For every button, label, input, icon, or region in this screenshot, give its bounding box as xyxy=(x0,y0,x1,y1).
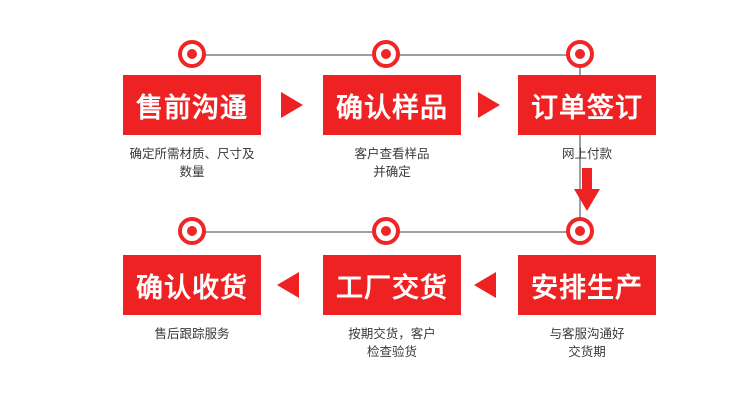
step-caption-1: 确定所需材质、尺寸及 数量 xyxy=(129,147,255,180)
arrow-step3-to-step4 xyxy=(574,189,600,211)
node-top-left xyxy=(178,40,206,68)
step-box-1[interactable]: 售前沟通 xyxy=(123,75,261,135)
step-box-5[interactable]: 工厂交货 xyxy=(323,255,461,315)
node-dot xyxy=(381,49,391,59)
arrow-step4-to-step5 xyxy=(474,272,496,298)
node-dot xyxy=(381,226,391,236)
arrow-step3-to-step4-stem xyxy=(582,168,592,190)
step-caption-5: 按期交货，客户 检查验货 xyxy=(348,327,436,360)
step-caption-6: 售后跟踪服务 xyxy=(154,327,230,341)
connector-line-right-vertical xyxy=(579,54,581,232)
step-box-6[interactable]: 确认收货 xyxy=(123,255,261,315)
step-box-2[interactable]: 确认样品 xyxy=(323,75,461,135)
node-dot xyxy=(575,226,585,236)
step-caption-3: 网上付款 xyxy=(561,147,612,161)
node-top-right xyxy=(566,40,594,68)
node-bottom-center xyxy=(372,217,400,245)
node-dot xyxy=(575,49,585,59)
step-box-3[interactable]: 订单签订 xyxy=(518,75,656,135)
node-dot xyxy=(187,49,197,59)
arrow-step2-to-step3 xyxy=(478,92,500,118)
arrow-step5-to-step6 xyxy=(277,272,299,298)
node-bottom-right xyxy=(566,217,594,245)
node-top-center xyxy=(372,40,400,68)
step-caption-4: 与客服沟通好 交货期 xyxy=(549,327,625,360)
arrow-step1-to-step2 xyxy=(281,92,303,118)
node-bottom-left xyxy=(178,217,206,245)
node-dot xyxy=(187,226,197,236)
step-caption-2: 客户查看样品 并确定 xyxy=(354,147,430,180)
step-box-4[interactable]: 安排生产 xyxy=(518,255,656,315)
